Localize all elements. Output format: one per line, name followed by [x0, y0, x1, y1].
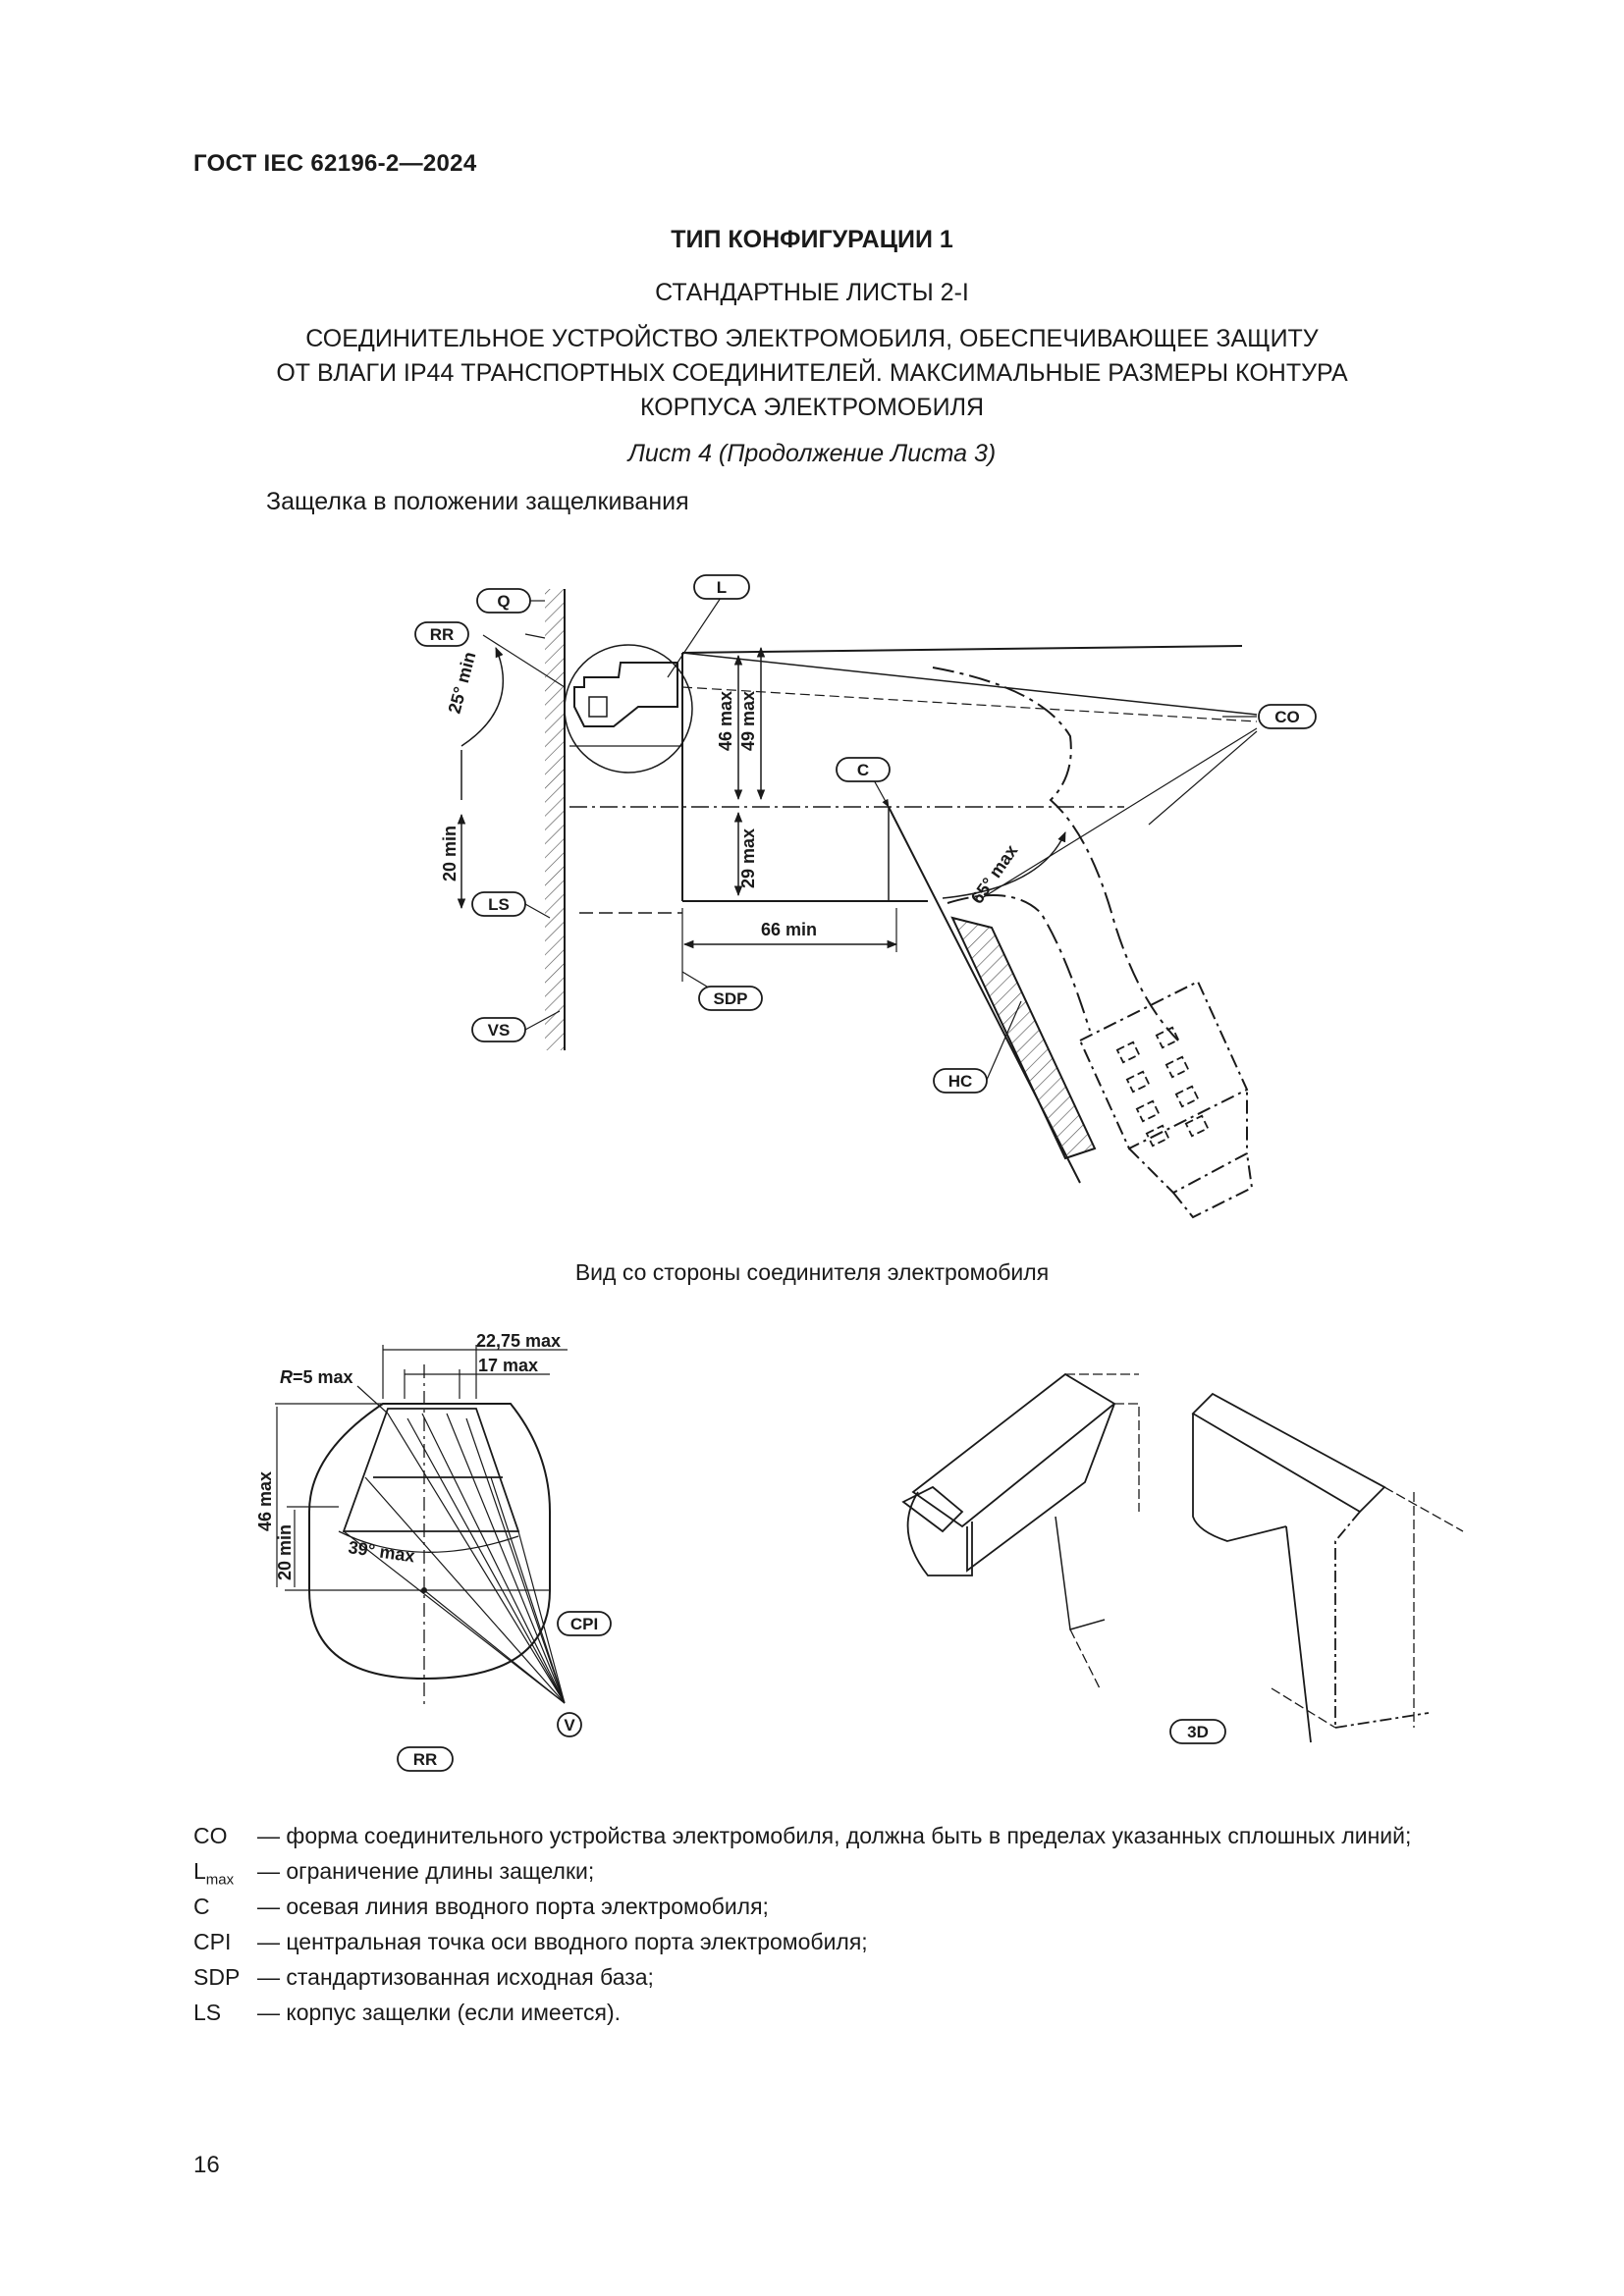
label-rr: RR — [430, 625, 455, 644]
description-line: ОТ ВЛАГИ IP44 ТРАНСПОРТНЫХ СОЕДИНИТЕЛЕЙ.… — [276, 359, 1348, 387]
legend-text: — стандартизованная исходная база; — [257, 1964, 654, 1990]
label-3d: 3D — [1187, 1723, 1209, 1741]
figure2-caption: Вид со стороны соединителя электромобиля — [574, 1259, 1050, 1285]
legend-text: — осевая линия вводного порта электромоб… — [257, 1894, 769, 1919]
label-v: V — [564, 1716, 575, 1735]
description-title: СОЕДИНИТЕЛЬНОЕ УСТРОЙСТВО ЭЛЕКТРОМОБИЛЯ,… — [0, 322, 1624, 425]
sheets-title: СТАНДАРТНЫЕ ЛИСТЫ 2-I — [655, 279, 969, 306]
dim-20-min-front: 20 min — [275, 1524, 295, 1580]
label-rr-bottom: RR — [413, 1750, 438, 1769]
config-type-title: ТИП КОНФИГУРАЦИИ 1 — [671, 226, 953, 253]
figure1-caption: Защелка в положении защелкивания — [266, 488, 689, 515]
legend-text: — форма соединительного устройства элект… — [257, 1823, 1412, 1848]
label-hc: HC — [948, 1072, 973, 1091]
legend-text: — корпус защелки (если имеется). — [257, 2000, 621, 2025]
dim-29-max: 29 max — [738, 828, 758, 888]
label-c: C — [857, 761, 869, 779]
label-q: Q — [497, 592, 510, 611]
dim-66-min: 66 min — [761, 920, 817, 939]
legend-text: — центральная точка оси вводного порта э… — [257, 1929, 868, 1954]
dim-46-max-front: 46 max — [255, 1471, 275, 1531]
legend-text: — ограничение длины защелки; — [257, 1858, 595, 1884]
sheet-reference: Лист 4 (Продолжение Листа 3) — [627, 440, 997, 467]
document-code: ГОСТ IEC 62196-2—2024 — [193, 150, 477, 177]
description-line: СОЕДИНИТЕЛЬНОЕ УСТРОЙСТВО ЭЛЕКТРОМОБИЛЯ,… — [305, 325, 1319, 352]
legend-key: C — [193, 1894, 210, 1919]
description-line: КОРПУСА ЭЛЕКТРОМОБИЛЯ — [639, 394, 985, 421]
legend-key: LS — [193, 2000, 222, 2025]
label-sdp: SDP — [714, 989, 748, 1008]
dim-22-75-max: 22,75 max — [476, 1331, 561, 1351]
label-cpi: CPI — [570, 1615, 598, 1633]
dim-r5-max: R=5 max — [280, 1367, 353, 1387]
legend-key: CPI — [193, 1929, 232, 1954]
legend-key: SDP — [193, 1964, 241, 1990]
label-vs: VS — [488, 1021, 511, 1040]
legend-key: CO — [193, 1823, 228, 1848]
legend-key: Lmax — [193, 1858, 235, 1889]
label-l: L — [717, 578, 727, 597]
dim-46-max: 46 max — [716, 691, 735, 751]
dim-20-min: 20 min — [440, 826, 460, 881]
page-number: 16 — [193, 2152, 220, 2178]
dim-49-max: 49 max — [738, 691, 758, 751]
label-co: CO — [1274, 708, 1300, 726]
dim-angle-39: 39° max — [347, 1537, 415, 1566]
dim-17-max: 17 max — [478, 1356, 538, 1375]
label-ls: LS — [488, 895, 510, 914]
